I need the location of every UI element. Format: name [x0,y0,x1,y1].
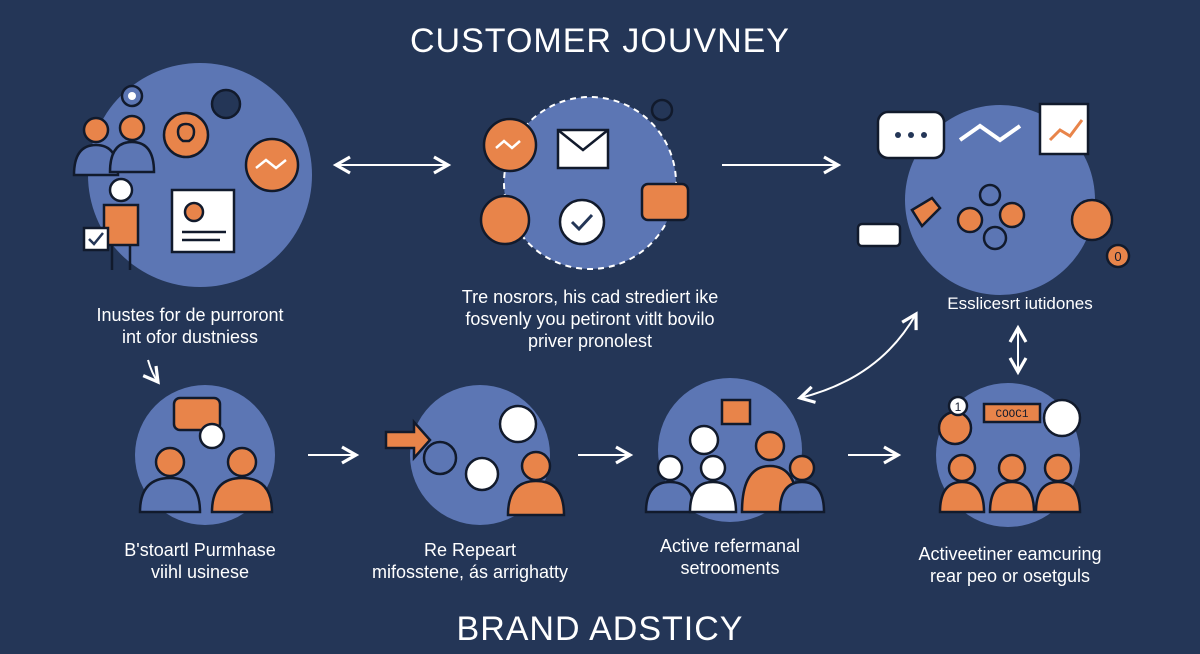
coins-icon [956,183,1026,251]
svg-text:0: 0 [1114,249,1121,264]
caption-line: Tre nosrors, his cad strediert ike [461,287,719,307]
step1-caption: Inustes for de purroront int ofor dustni… [80,304,300,348]
step2-illustration [479,96,690,270]
caption-line: priver pronolest [527,331,653,351]
wallet-icon [422,440,458,476]
caption-line: Esslicesrt iutidones [947,294,1093,313]
handshake-icon [482,117,538,173]
chat-bubble-icon [210,88,242,120]
caption-line: Activeetiner eamcuring [918,544,1102,564]
code-tag-icon: COOC1 [982,402,1042,424]
mail-icon [720,398,752,426]
caption-line: mifosstene, ás arrighatty [371,562,569,582]
step2-caption: Tre nosrors, his cad strediert ike fosve… [440,286,740,352]
group-people-icon [938,453,1082,514]
caption-line: rear peo or osetguls [929,566,1091,586]
diagram-title: CUSTOMER JOUVNEY [410,22,790,60]
user-icon [688,424,720,456]
group-people-icon [644,430,826,514]
zero-badge-icon: 0 [1105,243,1131,269]
step3-illustration: 0 [856,102,1131,295]
checkmark-icon [558,198,606,246]
people-chat-icon [640,182,690,222]
step4-illustration [135,385,275,525]
presenter-icon [102,177,140,270]
shopping-icon [464,456,500,492]
caption-line: B'stoartl Purmhase [124,540,276,560]
report-icon [1038,102,1090,156]
step1-illustration [72,63,312,287]
step6-caption: Active refermanal setrooments [640,535,820,579]
gear-icon [937,410,973,446]
caption-line: Re Repeart [423,540,517,560]
step5-illustration [384,385,566,525]
arrows-icon [384,418,432,462]
caption-line: Inustes for de purroront [96,305,284,325]
caption-line: Active refermanal [659,536,801,556]
mail-icon [556,128,610,170]
connector-arrows [142,155,1028,465]
step6-illustration [644,378,826,522]
chat-bubble-icon [172,396,222,432]
checkbox-icon [82,226,110,252]
step5-caption: Re Repeart mifosstene, ás arrighatty [360,539,580,583]
target-icon [120,84,144,108]
step7-caption: Activeetiner eamcuring rear peo or osetg… [900,543,1120,587]
user-chat-icon [1042,398,1082,438]
arrow-step1-step4 [142,359,160,385]
step4-caption: B'stoartl Purmhase viihl usinese [100,539,300,583]
one-badge-icon: 1 [947,395,969,417]
step3-caption: Esslicesrt iutidones [930,293,1110,315]
chat-bubble-icon [876,110,946,160]
touch-icon [479,194,531,246]
hand-icon [910,196,942,228]
customer-people-icon [138,446,274,514]
person-icon [650,98,674,122]
user-badge-icon [1070,198,1114,242]
svg-text:COOC1: COOC1 [995,409,1028,421]
diagram-footer-title: BRAND ADSTICY [456,610,744,648]
caption-line: fosvenly you petiront vitlt bovilo [465,309,715,329]
caption-line: setrooments [680,558,780,578]
customer-person-icon [506,450,566,517]
handshake-icon [958,123,1022,143]
keypad-icon [856,222,902,248]
lightbulb-icon [162,111,210,159]
caption-line: int ofor dustniess [121,327,259,347]
step7-illustration: 1 COOC1 [936,383,1082,527]
handshake-icon [244,137,300,193]
team-people-icon [72,114,156,177]
arrow-step6-step3 [796,311,918,404]
svg-text:1: 1 [955,400,962,414]
target-icon [198,422,226,450]
caption-line: viihl usinese [150,562,250,582]
certificate-icon [170,188,236,254]
user-icon [498,404,538,444]
